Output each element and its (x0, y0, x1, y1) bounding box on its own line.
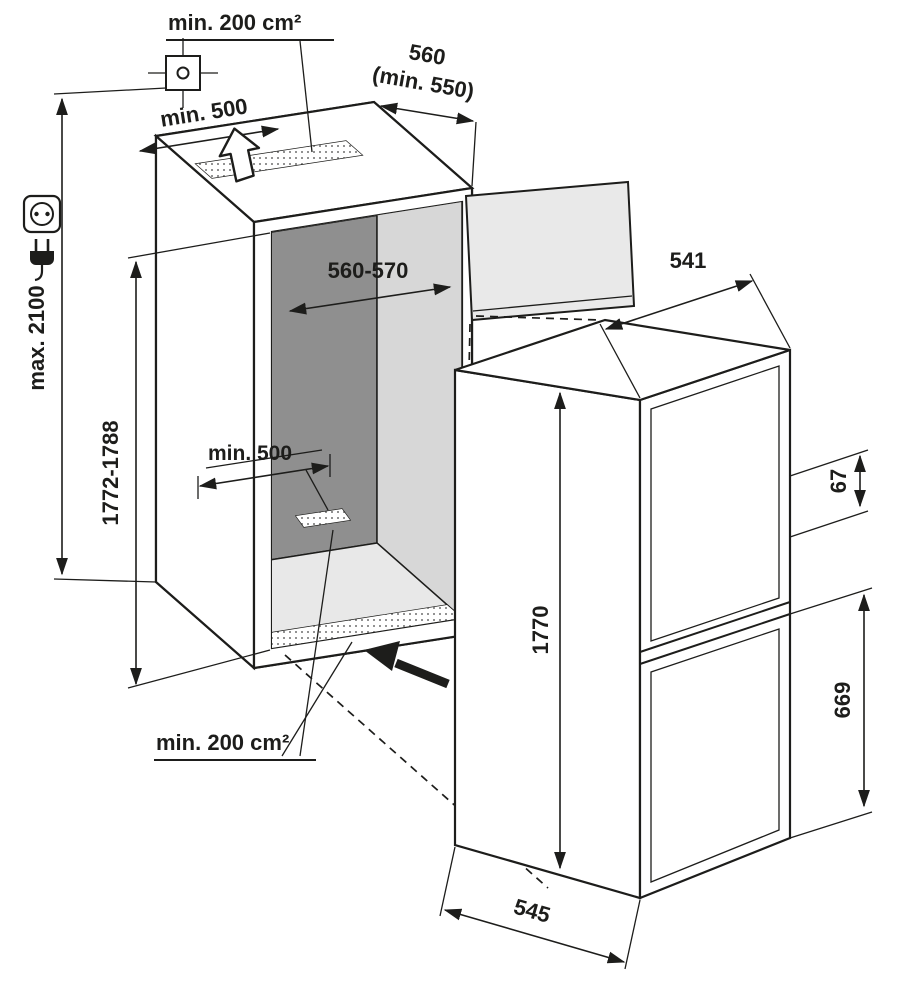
label-vent-top: min. 200 cm² (166, 10, 334, 153)
power-socket-icon (22, 194, 62, 234)
niche-cabinet (153, 100, 636, 671)
insertion-arrow (364, 641, 450, 689)
lower-door-height-label: 669 (830, 682, 855, 719)
appliance-door-gap (639, 601, 791, 665)
appliance (453, 318, 792, 900)
dim-appliance-width: 541 (599, 248, 791, 399)
niche-width-label: 560-570 (328, 258, 409, 283)
vent-strip-bottom (272, 604, 462, 648)
appliance-height-label: 1770 (528, 606, 553, 655)
upper-door-outline (650, 365, 780, 642)
niche-left-panel (154, 133, 256, 671)
niche-depth-label: 560 (407, 39, 448, 70)
niche-height-label: 1772-1788 (98, 420, 123, 525)
dim-niche-height: 1772-1788 (98, 232, 271, 689)
dim-upper-gap: 67 (789, 449, 869, 538)
appliance-front-face (638, 348, 792, 900)
inner-min-width-label: min. 500 (208, 442, 292, 465)
dim-niche-width: 560-570 (288, 258, 452, 315)
label-vent-bottom: min. 200 cm² (154, 529, 353, 761)
dim-appliance-height: 1770 (528, 391, 566, 870)
power-plug-icon (30, 239, 54, 282)
airflow-up-arrow (218, 127, 261, 183)
upper-gap-label: 67 (826, 469, 851, 493)
dim-inner-min-width: min. 500 (197, 442, 331, 511)
niche-depth-min-label: (min. 550) (371, 61, 476, 103)
vent-bottom-label: min. 200 cm² (156, 730, 289, 755)
dim-lower-door-height: 669 (789, 587, 873, 839)
junction-box-icon (148, 38, 218, 108)
max-height-label: max. 2100 (24, 285, 49, 390)
furniture-side-panel (464, 180, 636, 322)
lower-door-outline (650, 628, 780, 883)
vent-top-label: min. 200 cm² (168, 10, 301, 35)
dim-max-height: max. 2100 (24, 87, 167, 583)
appliance-depth-label: 545 (511, 894, 553, 928)
appliance-width-label: 541 (670, 248, 707, 273)
floor-min-width-marker (294, 508, 352, 528)
